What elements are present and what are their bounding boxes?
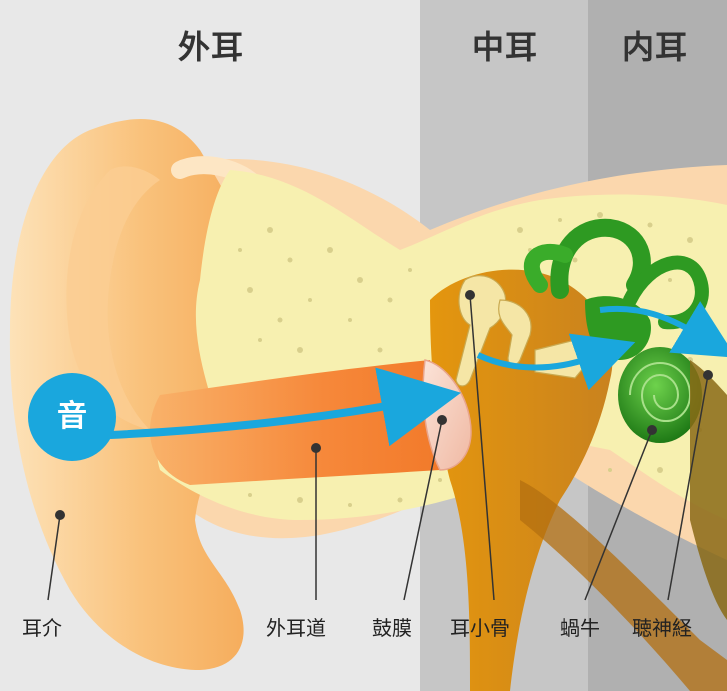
pinna-fold [66,166,160,430]
leader-dot-eardrum [437,415,447,425]
callout-leaders [47,290,713,601]
leader-dot-ear-canal [311,443,321,453]
label-ossicles: 耳小骨 [450,616,510,640]
label-cochlea: 蝸牛 [560,616,600,640]
eustachian-tube [520,480,727,691]
region-title-middle-ear: 中耳 [472,28,539,66]
cochlea-spiral [629,362,692,422]
leader-cochlea [584,429,653,601]
leader-dot-ossicles [465,290,475,300]
sound-arrow-middle [476,333,636,391]
leader-dot-pinna [55,510,65,520]
leader-ossicles [469,294,495,601]
malleus [455,275,507,387]
leader-auditory-nerve [667,374,709,601]
semicircular-canal-lateral [523,243,573,293]
sound-label: 音 [57,399,87,434]
region-title-inner-ear: 内耳 [622,28,689,66]
label-eardrum: 鼓膜 [372,616,412,640]
sound-source-circle [28,373,116,461]
leader-eardrum [403,419,443,601]
label-ear-canal: 外耳道 [266,616,326,640]
leader-pinna [47,514,61,601]
sound-arrow-main [109,367,461,447]
sound-arrow-inner [599,301,727,358]
label-auditory-nerve: 聴神経 [632,616,692,640]
region-title-outer-ear: 外耳 [178,28,245,66]
leader-dot-cochlea [647,425,657,435]
leader-dot-auditory-nerve [703,370,713,380]
label-pinna: 耳介 [22,616,62,640]
